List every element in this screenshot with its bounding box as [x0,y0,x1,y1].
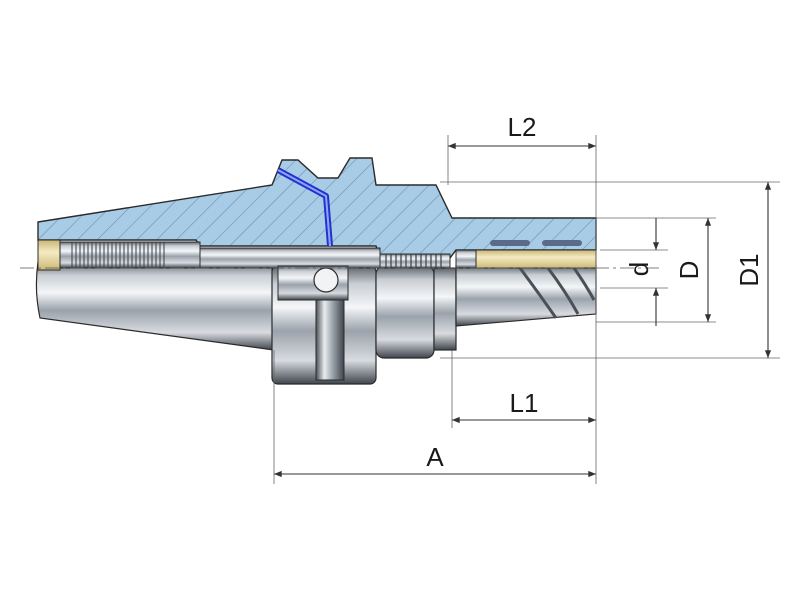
adjust-screw-thread [379,253,451,269]
nose-slot [542,240,582,246]
nose-slot [490,240,530,246]
spiral-groove [546,267,580,315]
label-d-small: d [624,262,654,276]
label-l1: L1 [510,388,539,418]
holder-neck [433,267,457,351]
holder-section-half [37,157,597,259]
spiral-groove [572,267,596,301]
brass-sleeve-nose [475,249,597,269]
label-l2: L2 [508,112,537,142]
spiral-groove [518,267,558,319]
nose-bore-ring [455,249,477,269]
label-d1: D1 [734,253,764,286]
locking-ball [313,267,339,293]
label-d-big: D [674,261,704,280]
locating-bush [375,265,435,359]
inner-spindle [199,247,381,269]
section-body [37,157,597,259]
brass-bush-left [37,239,61,271]
coolant-channel-highlight [277,169,331,247]
dimension-lines [274,142,772,478]
draw-bar-thread [71,242,165,268]
label-a: A [426,442,444,472]
draw-bar [59,241,201,269]
taper-shank [35,261,275,351]
